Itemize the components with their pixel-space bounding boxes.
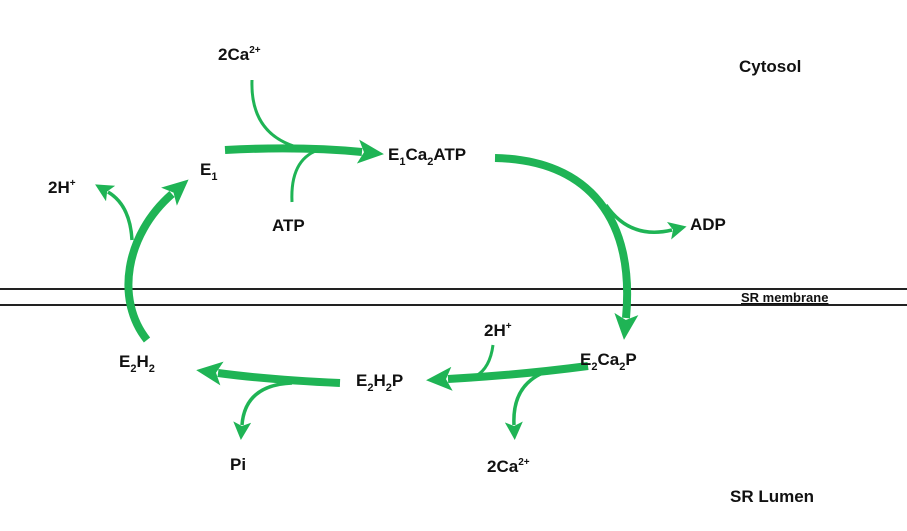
arrow-pi-release <box>233 381 293 440</box>
arrow-e2h2p-to-e2h2 <box>196 361 341 387</box>
arrow-ca-binding <box>250 79 301 150</box>
arrow-ca-release <box>504 370 546 440</box>
adp-label: ADP <box>690 215 726 234</box>
pi-label: Pi <box>230 455 246 474</box>
state-e1ca2atp: E1Ca2ATP <box>388 145 466 168</box>
state-e2h2: E2H2 <box>119 352 155 375</box>
arrow-adp-release <box>604 204 687 240</box>
state-e2ca2p: E2Ca2P <box>580 350 637 373</box>
region-cytosol-label: Cytosol <box>739 57 801 76</box>
arrow-h-release <box>95 184 134 241</box>
arrow-e1ca2atp-to-e2ca2p <box>494 154 639 340</box>
state-e1: E1 <box>200 160 217 183</box>
sr-membrane <box>0 288 907 306</box>
arrow-h-binding <box>475 344 495 378</box>
calcium-cytosol-label: 2Ca2+ <box>218 45 261 64</box>
region-membrane-label: SR membrane <box>741 290 828 305</box>
arrow-atp-binding <box>290 148 319 203</box>
arrow-e2ca2p-to-e2h2p <box>426 362 589 391</box>
arrow-e2h2-to-e1 <box>124 179 189 343</box>
calcium-lumen-label: 2Ca2+ <box>487 457 530 476</box>
proton-cytosol-label: 2H+ <box>48 178 76 197</box>
state-e2h2p: E2H2P <box>356 371 403 394</box>
atp-label: ATP <box>272 216 305 235</box>
proton-lumen-label: 2H+ <box>484 321 512 340</box>
arrow-e1-to-e1ca2atp <box>224 139 384 164</box>
region-lumen-label: SR Lumen <box>730 487 814 506</box>
